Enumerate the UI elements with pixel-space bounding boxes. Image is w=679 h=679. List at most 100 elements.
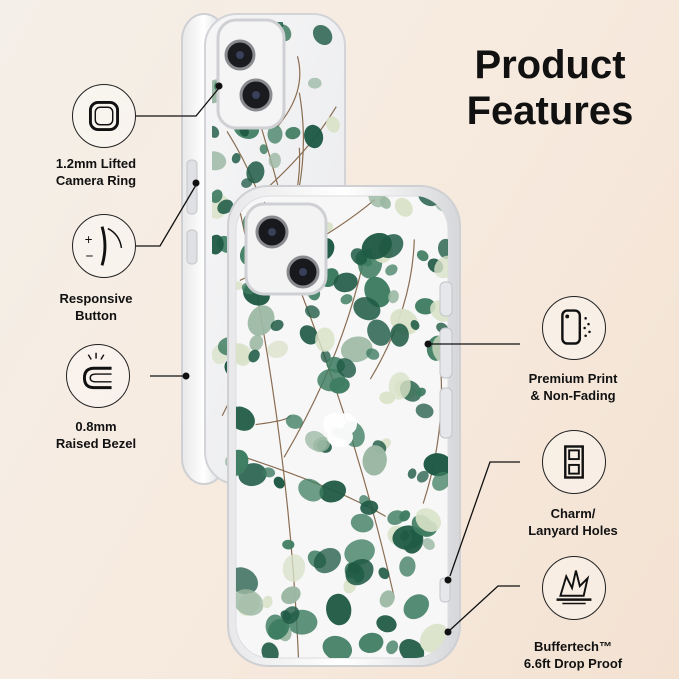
- leaf: [236, 343, 252, 364]
- leaf: [262, 467, 276, 478]
- leaf: [390, 323, 409, 347]
- leaf: [333, 272, 358, 293]
- camera-ring-icon: [72, 84, 136, 148]
- leaf: [376, 615, 397, 633]
- leaf: [305, 305, 320, 319]
- leaf: [298, 478, 324, 502]
- leaf: [403, 594, 430, 620]
- leaf: [423, 453, 448, 477]
- lanyard-holes-icon: [542, 430, 606, 494]
- leaf: [416, 470, 429, 483]
- front-phone-case: [227, 185, 461, 667]
- leaf: [248, 349, 260, 363]
- leaf: [212, 189, 223, 204]
- leaf: [265, 614, 287, 640]
- leaf: [267, 124, 283, 144]
- leaf: [212, 151, 227, 171]
- leaf: [344, 539, 375, 566]
- leaf: [415, 387, 426, 397]
- leaf: [299, 325, 319, 345]
- leaf: [319, 480, 347, 503]
- leaf: [282, 539, 295, 550]
- leaf: [399, 639, 425, 658]
- leaf: [379, 590, 395, 608]
- leaf: [340, 294, 353, 305]
- leaf: [350, 513, 374, 533]
- leaf: [416, 250, 429, 262]
- leaf: [353, 297, 381, 321]
- leaf: [281, 586, 301, 605]
- leaf: [282, 606, 300, 624]
- leaf: [394, 197, 413, 217]
- leaf: [217, 199, 234, 215]
- leaf: [246, 161, 265, 184]
- leaf: [236, 281, 243, 290]
- leaf: [432, 471, 448, 491]
- raised-bezel-icon: [66, 344, 130, 408]
- leaf: [340, 336, 373, 363]
- leaf: [388, 290, 399, 304]
- responsive-button-icon: +−: [72, 214, 136, 278]
- leaf: [236, 589, 264, 616]
- leaf: [270, 319, 284, 331]
- leaf: [247, 305, 275, 336]
- leaf: [400, 530, 410, 542]
- leaf: [362, 445, 387, 476]
- leaf: [282, 554, 306, 582]
- leaf: [387, 510, 405, 525]
- leaf: [347, 562, 361, 575]
- leaf: [360, 500, 379, 515]
- leaf: [379, 391, 396, 405]
- leaf: [259, 144, 268, 155]
- leaf: [361, 232, 392, 260]
- leaf: [366, 348, 380, 360]
- page-title: Product Features: [430, 42, 670, 134]
- leaf: [313, 547, 342, 574]
- leaf: [358, 632, 384, 654]
- leaf: [312, 24, 333, 46]
- leaf: [315, 327, 335, 352]
- leaf: [262, 595, 273, 609]
- svg-text:+: +: [85, 232, 93, 247]
- drop-proof-icon: [542, 556, 606, 620]
- leaf: [326, 593, 352, 626]
- leaf: [350, 248, 368, 265]
- leaf: [415, 403, 434, 419]
- title-line-1: Product: [474, 43, 626, 87]
- leaf: [422, 538, 435, 550]
- leaf: [305, 430, 327, 452]
- leaf: [236, 567, 259, 595]
- leaf: [273, 476, 285, 489]
- leaf: [317, 368, 346, 392]
- leaf: [415, 508, 442, 533]
- leaf: [322, 635, 353, 658]
- feature-label-premium-print: Premium Print& Non-Fading: [528, 371, 618, 403]
- leaf: [212, 125, 220, 138]
- leaf: [261, 642, 279, 658]
- leaf: [285, 126, 301, 140]
- leaf-stem: [283, 250, 367, 458]
- leaf: [336, 358, 357, 378]
- svg-text:−: −: [86, 249, 94, 264]
- leaf: [304, 124, 324, 149]
- leaf: [249, 334, 264, 351]
- leaf: [399, 556, 416, 577]
- leaf: [326, 116, 340, 133]
- leaf: [285, 414, 303, 429]
- leaf: [378, 567, 390, 580]
- leaf: [268, 152, 281, 169]
- leaf: [438, 238, 448, 260]
- leaf: [407, 468, 417, 479]
- title-line-2: Features: [466, 89, 634, 133]
- leaf: [434, 255, 448, 279]
- leaf: [385, 264, 398, 276]
- brand-logo: [323, 413, 357, 447]
- premium-print-icon: [542, 296, 606, 360]
- leaf: [388, 372, 411, 400]
- leaf: [410, 320, 420, 330]
